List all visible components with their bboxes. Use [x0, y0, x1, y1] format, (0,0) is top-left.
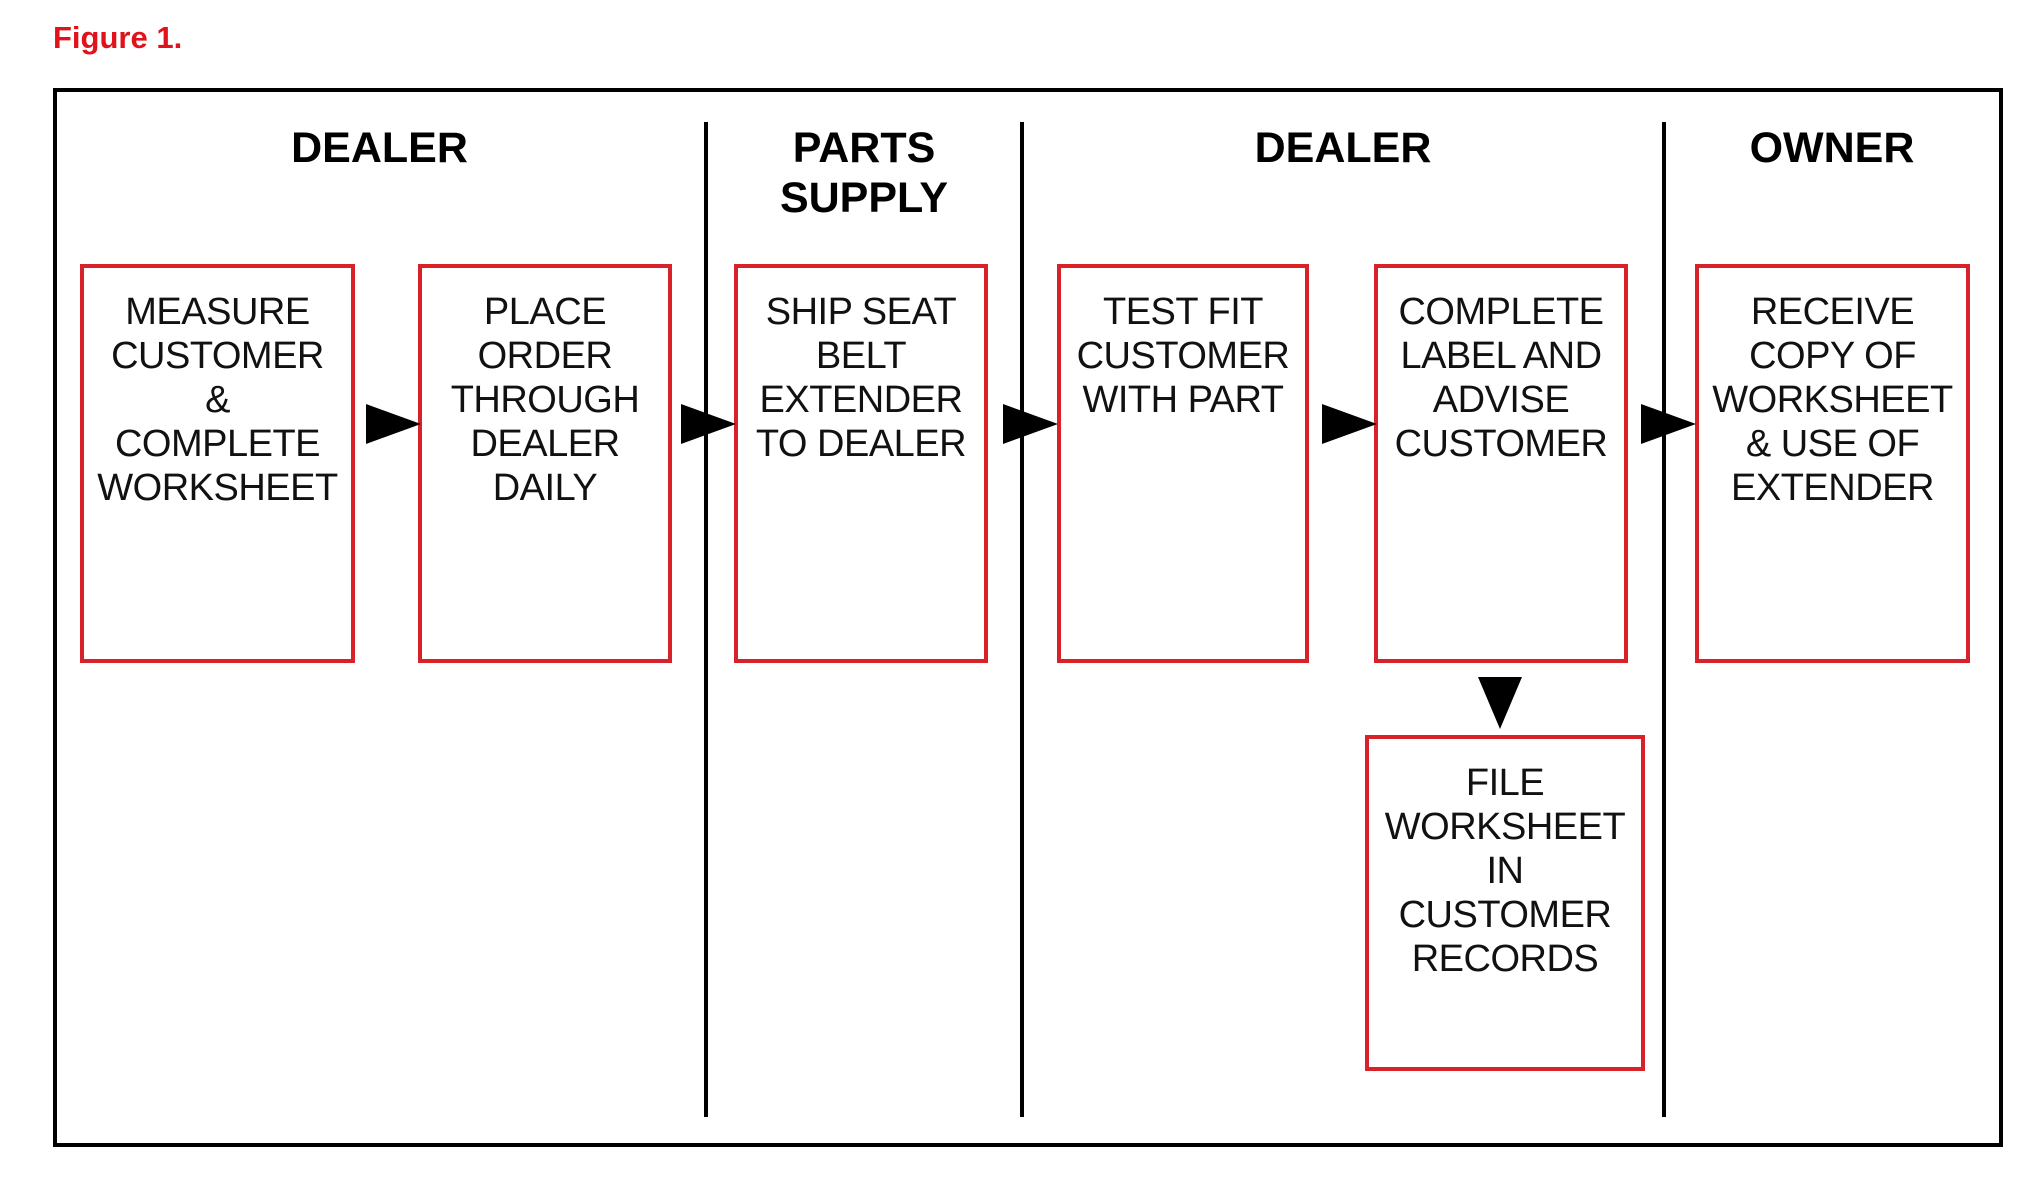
flow-arrow-down-icon: [1478, 677, 1522, 729]
lane-divider-2: [1020, 122, 1024, 1117]
step-receive-copy: RECEIVE COPY OF WORKSHEET & USE OF EXTEN…: [1695, 264, 1970, 663]
step-place-order: PLACE ORDER THROUGH DEALER DAILY: [418, 264, 672, 663]
flow-arrow-right-icon: [1322, 404, 1377, 444]
step-test-fit: TEST FIT CUSTOMER WITH PART: [1057, 264, 1309, 663]
step-label: MEASURE CUSTOMER & COMPLETE WORKSHEET: [97, 291, 338, 509]
step-measure-customer: MEASURE CUSTOMER & COMPLETE WORKSHEET: [80, 264, 355, 663]
flow-arrow-right-icon: [1003, 404, 1058, 444]
lane-title-parts-supply: PARTS SUPPLY: [779, 124, 949, 222]
step-ship-extender: SHIP SEAT BELT EXTENDER TO DEALER: [734, 264, 988, 663]
step-label: FILE WORKSHEET IN CUSTOMER RECORDS: [1384, 762, 1626, 980]
figure-label: Figure 1.: [53, 20, 183, 55]
step-label: PLACE ORDER THROUGH DEALER DAILY: [450, 291, 640, 509]
lane-divider-1: [704, 122, 708, 1117]
step-label: COMPLETE LABEL AND ADVISE CUSTOMER: [1394, 291, 1608, 465]
step-label: RECEIVE COPY OF WORKSHEET & USE OF EXTEN…: [1712, 291, 1953, 509]
lane-title-dealer-2: DEALER: [1254, 124, 1432, 172]
step-label: TEST FIT CUSTOMER WITH PART: [1076, 291, 1290, 421]
step-complete-label: COMPLETE LABEL AND ADVISE CUSTOMER: [1374, 264, 1628, 663]
flow-arrow-right-icon: [681, 404, 736, 444]
lane-title-owner: OWNER: [1749, 124, 1915, 172]
flow-arrow-right-icon: [1641, 404, 1696, 444]
lane-divider-3: [1662, 122, 1666, 1117]
diagram-frame: [53, 88, 2003, 1147]
flow-arrow-right-icon: [366, 404, 421, 444]
step-label: SHIP SEAT BELT EXTENDER TO DEALER: [755, 291, 967, 465]
step-file-worksheet: FILE WORKSHEET IN CUSTOMER RECORDS: [1365, 735, 1645, 1071]
lane-title-dealer-1: DEALER: [291, 124, 468, 172]
